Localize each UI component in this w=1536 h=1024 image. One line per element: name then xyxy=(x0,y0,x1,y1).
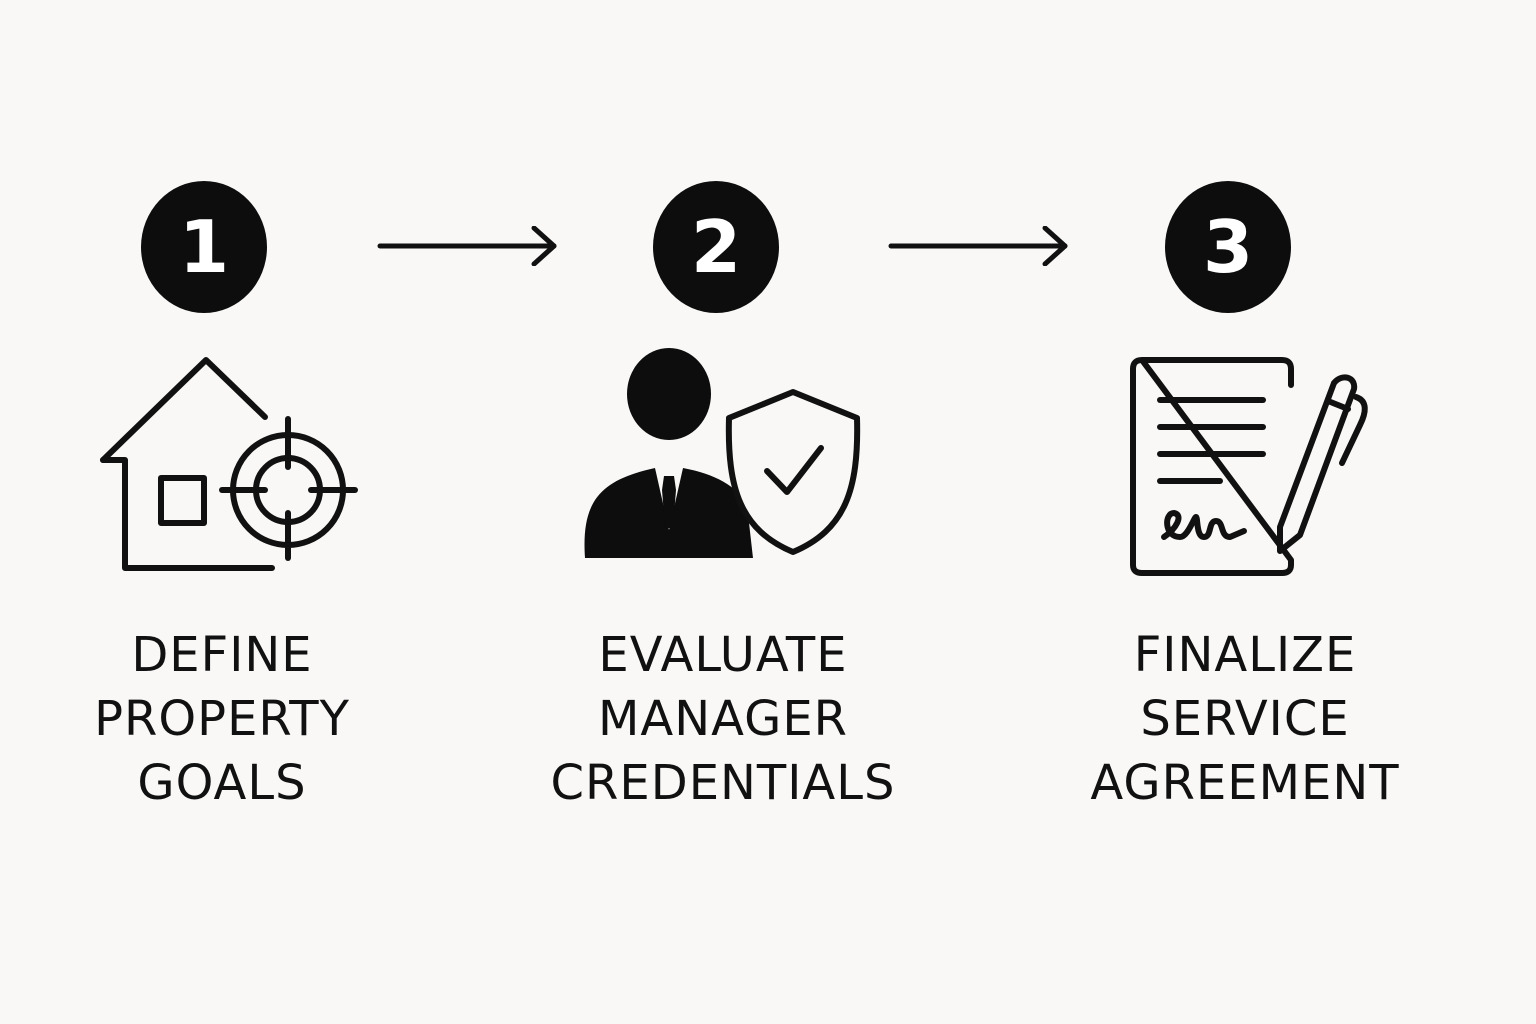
arrow-right-icon xyxy=(888,226,1068,266)
step-3-label: FINALIZE SERVICE AGREEMENT xyxy=(1035,623,1455,815)
person-shield-check-icon xyxy=(584,348,861,558)
step-2-label: EVALUATE MANAGER CREDENTIALS xyxy=(513,623,933,815)
step-2-number-badge: 2 xyxy=(653,181,779,313)
step-1-label-line-3: GOALS xyxy=(137,755,307,811)
step-3-number: 3 xyxy=(1202,205,1254,289)
step-3-label-line-2: SERVICE xyxy=(1140,691,1350,747)
step-1-label-line-1: DEFINE xyxy=(131,627,313,683)
step-3-label-line-3: AGREEMENT xyxy=(1090,755,1400,811)
step-2-label-line-2: MANAGER xyxy=(597,691,849,747)
step-3-label-line-1: FINALIZE xyxy=(1133,627,1357,683)
step-2-label-line-1: EVALUATE xyxy=(598,627,848,683)
step-1-number-badge: 1 xyxy=(141,181,267,313)
step-3-number-badge: 3 xyxy=(1165,181,1291,313)
step-1-label-line-2: PROPERTY xyxy=(94,691,350,747)
signed-document-pen-icon xyxy=(1130,357,1368,576)
arrow-right-icon xyxy=(377,226,557,266)
step-2-label-line-3: CREDENTIALS xyxy=(550,755,896,811)
step-1-number: 1 xyxy=(178,205,230,289)
step-1-label: DEFINE PROPERTY GOALS xyxy=(12,623,432,815)
step-2-number: 2 xyxy=(690,205,742,289)
house-target-icon xyxy=(100,357,358,571)
